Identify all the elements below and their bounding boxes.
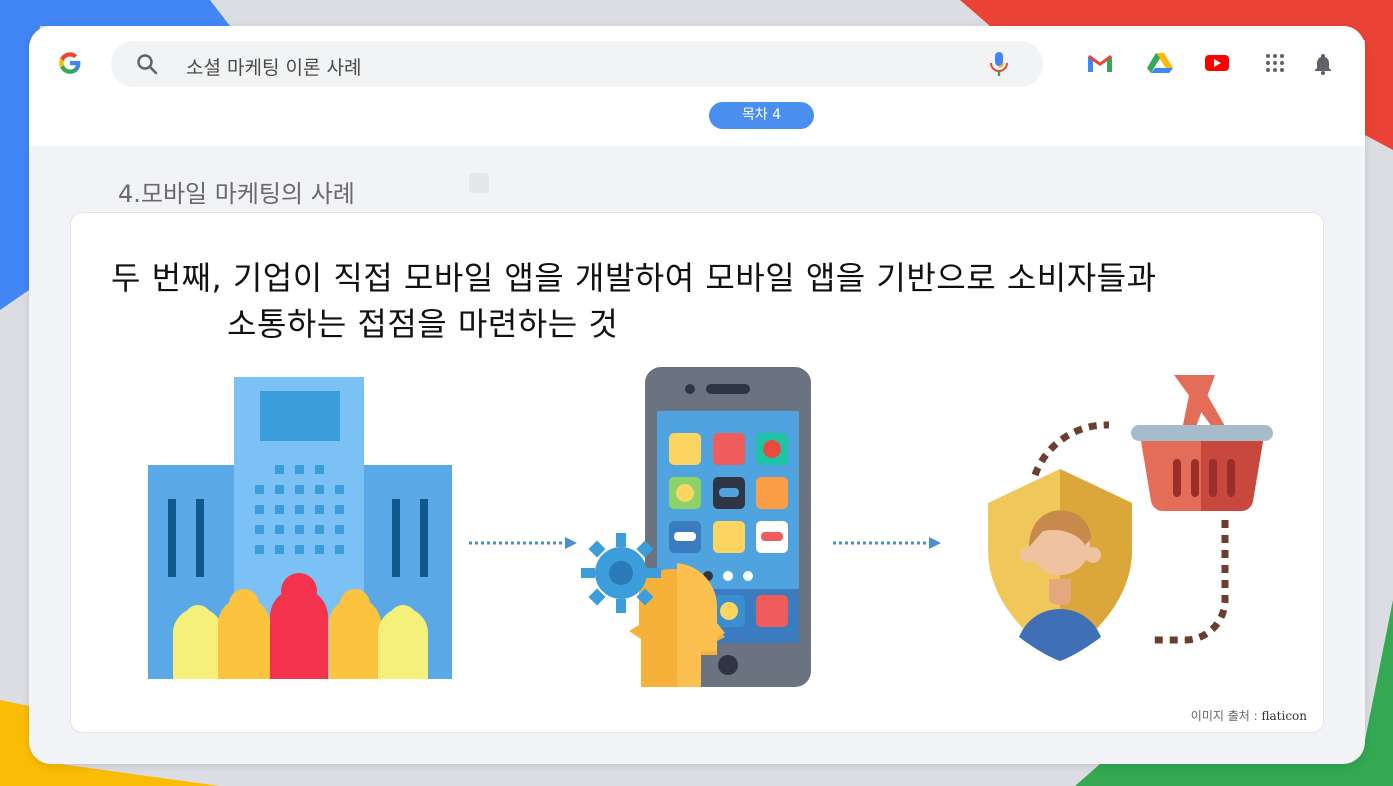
section-title: 4.모바일 마케팅의 사례 (118, 180, 355, 208)
youtube-icon[interactable] (1203, 50, 1231, 76)
apps-grid-icon[interactable] (1261, 50, 1289, 76)
content-panel: 두 번째, 기업이 직접 모바일 앱을 개발하여 모바일 앱을 기반으로 소비자… (70, 212, 1324, 733)
top-bar: 소셜 마케팅 이론 사례 (29, 26, 1365, 146)
search-input[interactable]: 소셜 마케팅 이론 사례 (186, 57, 362, 79)
arrow-right-icon (469, 537, 577, 549)
slide-headline: 두 번째, 기업이 직접 모바일 앱을 개발하여 모바일 앱을 기반으로 소비자… (111, 255, 1291, 347)
search-icon[interactable] (135, 52, 159, 76)
google-logo-icon[interactable] (57, 50, 83, 76)
shopping-basket-customer-shield-icon (988, 375, 1273, 661)
microphone-icon[interactable] (987, 50, 1011, 78)
credit-label: 이미지 출처 : (1190, 709, 1258, 723)
search-bar[interactable]: 소셜 마케팅 이론 사례 (111, 41, 1043, 87)
notifications-bell-icon[interactable] (1309, 50, 1337, 76)
headline-line-2: 소통하는 접점을 마련하는 것 (227, 305, 619, 343)
browser-card: 소셜 마케팅 이론 사례 (29, 26, 1365, 764)
headline-line-1: 두 번째, 기업이 직접 모바일 앱을 개발하여 모바일 앱을 기반으로 소비자… (111, 259, 1157, 297)
arrow-right-icon (833, 537, 941, 549)
placeholder-icon (469, 173, 489, 193)
image-credit: 이미지 출처 : flaticon (1191, 707, 1307, 724)
drive-icon[interactable] (1146, 50, 1174, 76)
credit-brand: flaticon (1261, 709, 1308, 723)
company-building-with-people-icon (148, 377, 452, 679)
mobile-app-with-ai-head-icon (581, 367, 811, 687)
gmail-icon[interactable] (1086, 50, 1114, 76)
toc-button[interactable]: 목차 4 (709, 102, 814, 129)
